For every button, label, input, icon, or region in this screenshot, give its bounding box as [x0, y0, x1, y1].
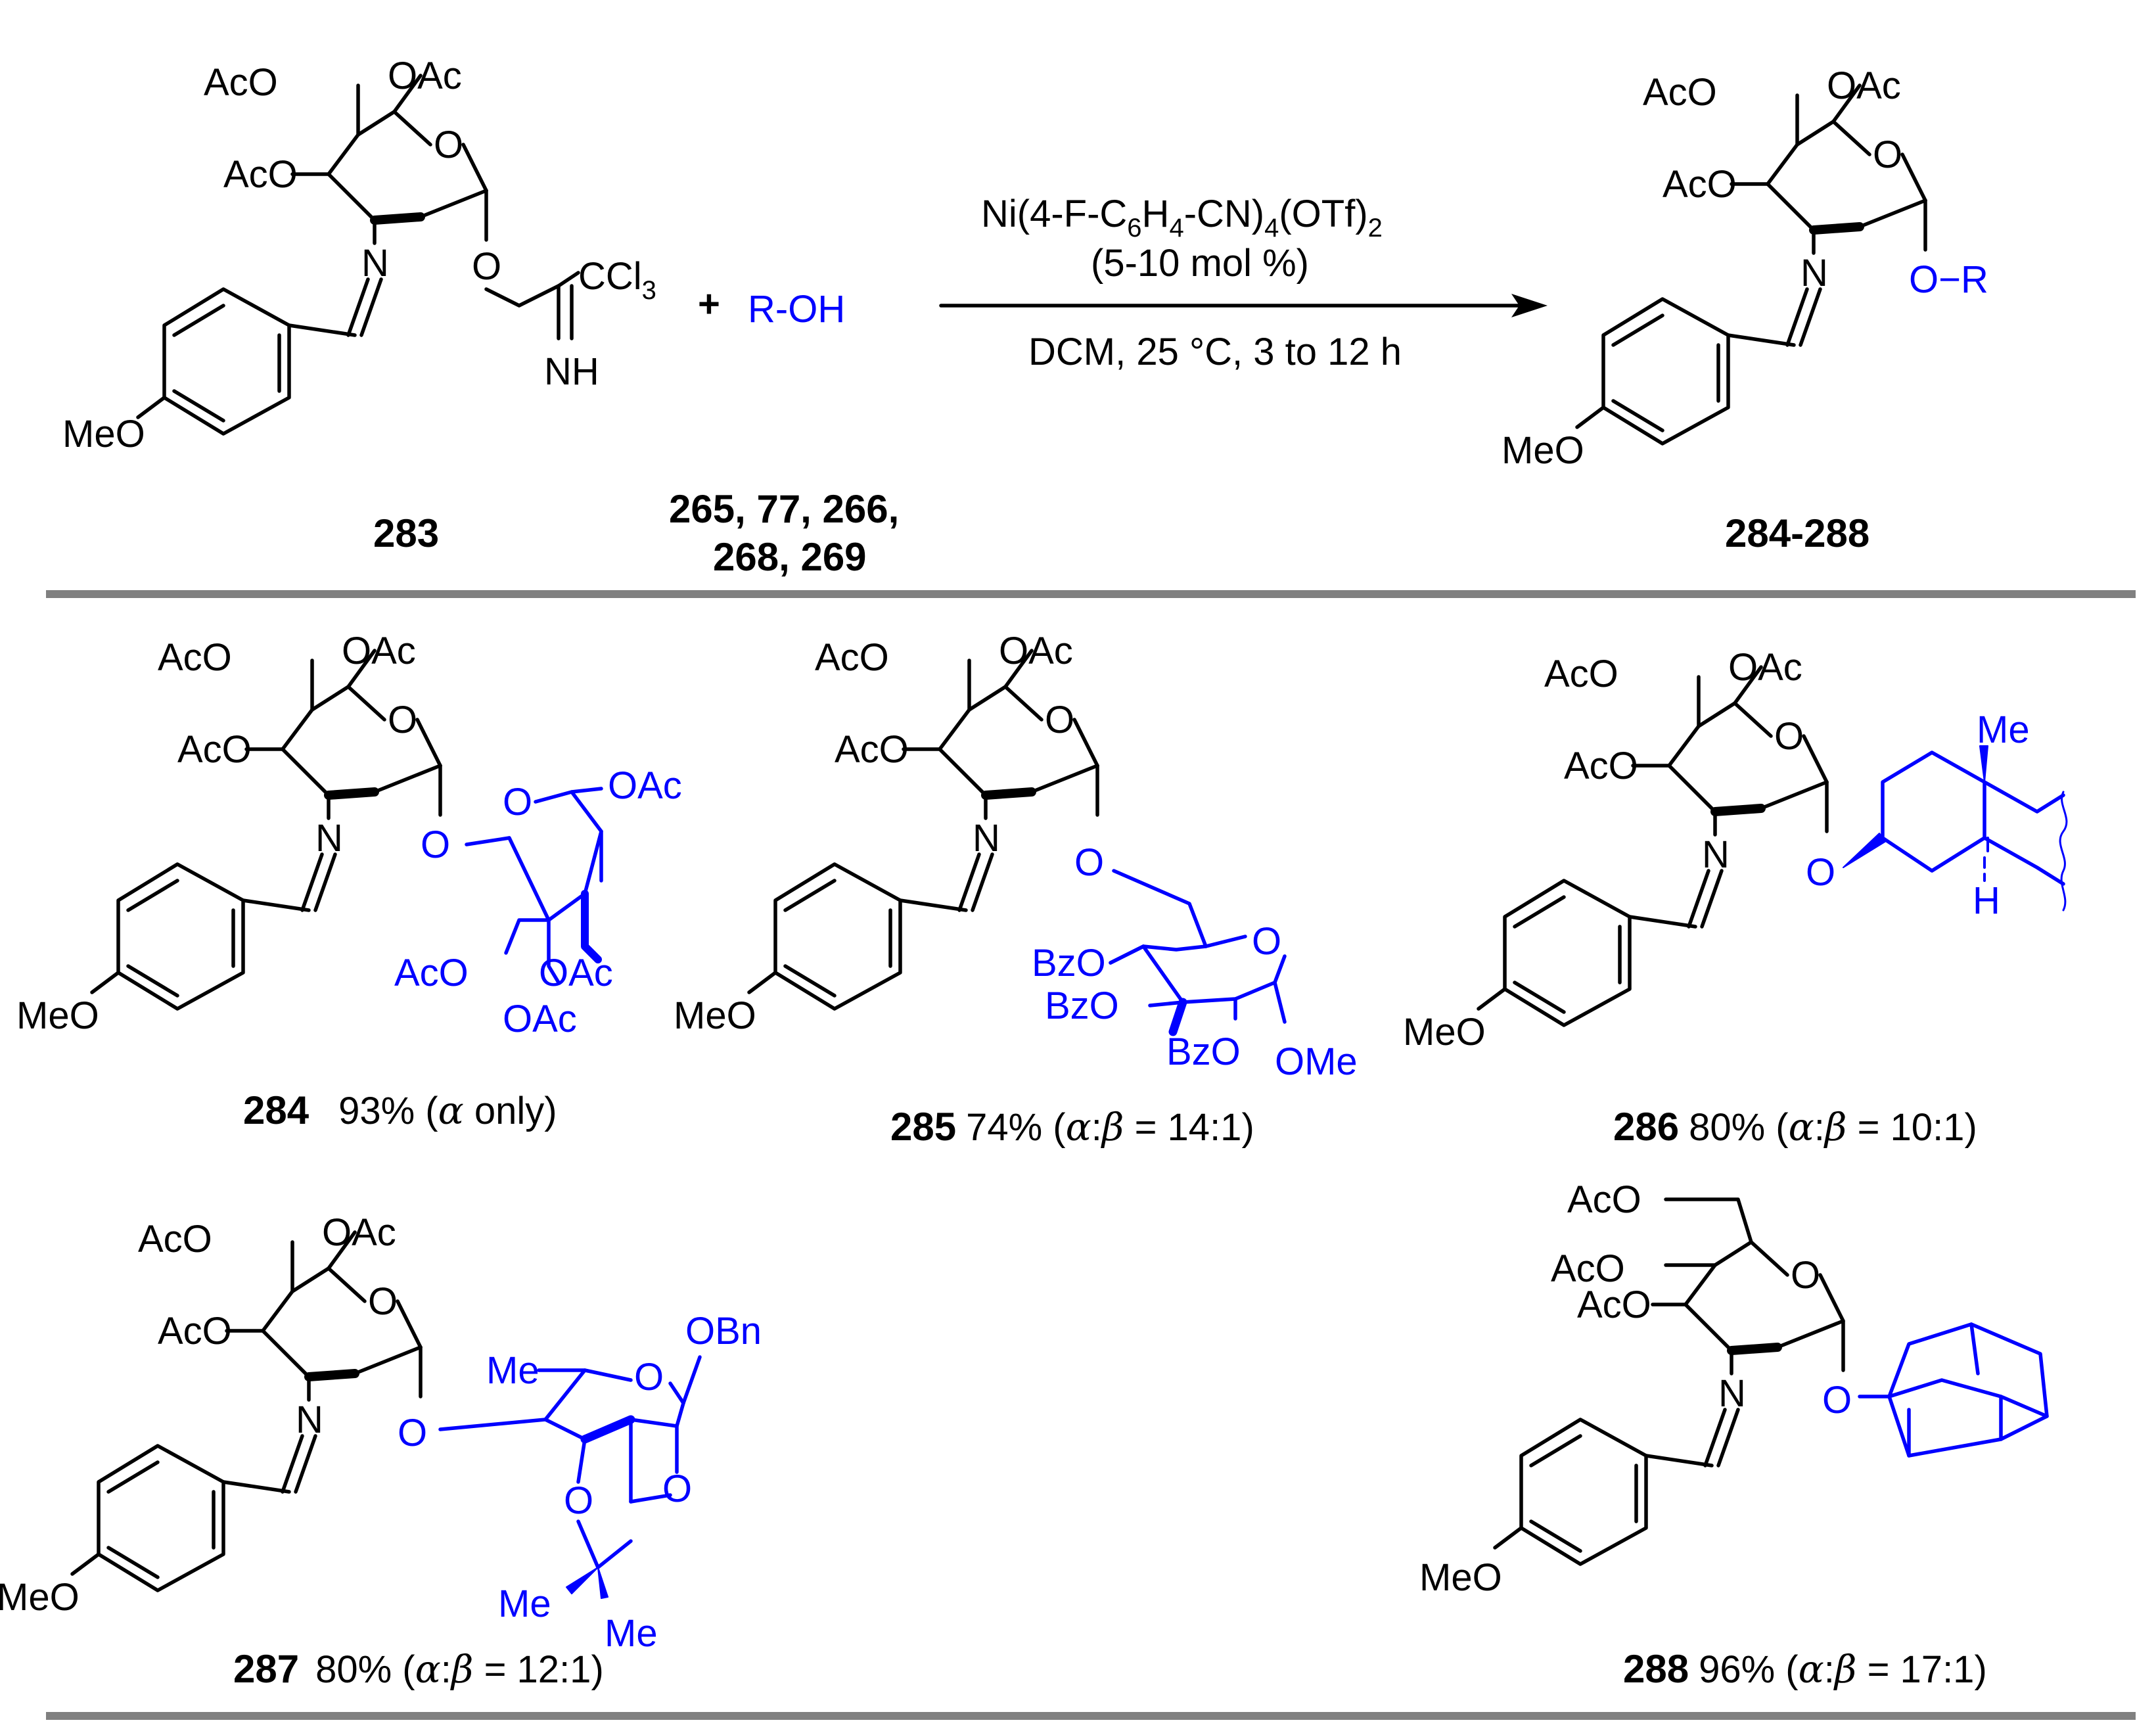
plus-sign: + — [698, 283, 720, 325]
glycosidic-oxygen-label: O — [1806, 851, 1835, 894]
oac-label: OAc — [322, 1211, 396, 1254]
methoxy-label: MeO — [1502, 429, 1584, 472]
methoxy-label: MeO — [1419, 1556, 1502, 1599]
ring-oxygen-label: O — [1252, 920, 1281, 963]
acO-label: AcO — [1567, 1178, 1641, 1221]
product-288-structure: AcO AcO AcO O N MeO O — [1419, 1178, 2049, 1599]
dioxolane-oxygen-label: O — [662, 1467, 692, 1510]
oac-label: OAc — [608, 764, 682, 807]
methyl-label: Me — [486, 1349, 539, 1392]
benzoyloxy-label: BzO — [1032, 942, 1106, 984]
reaction-conditions: DCM, 25 °C, 3 to 12 h — [1028, 331, 1402, 373]
acO-label: AcO — [223, 153, 298, 196]
catalyst-label: Ni(4-F-C6H4-CN)4(OTf)2 — [981, 193, 1383, 243]
acO-label: AcO — [1564, 745, 1638, 787]
glycosidic-oxygen-label: O — [398, 1412, 427, 1454]
acO-label: AcO — [1544, 653, 1618, 695]
product-287-structure: AcO OAc O AcO N MeO O OBn Me O O O Me Me — [0, 1211, 762, 1655]
imine-nitrogen-label: N — [296, 1398, 323, 1441]
dioxolane-oxygen-label: O — [564, 1479, 593, 1522]
ring-oxygen-label: O — [1774, 715, 1804, 758]
ring-oxygen-label: O — [1045, 699, 1074, 741]
product-284-structure: AcO OAc O AcO N MeO O O OAc AcO OAc OAc — [16, 630, 682, 1040]
glycosidic-oxygen-label: O — [1074, 841, 1104, 884]
donor-283: AcO OAc O AcO N O CCl3 NH MeO — [62, 55, 656, 455]
acO-label: AcO — [1577, 1283, 1651, 1326]
methoxy-label: MeO — [16, 994, 99, 1037]
oac-label: OAc — [1827, 64, 1901, 107]
glycosidic-oxygen-label: O — [421, 823, 450, 866]
acO-label: AcO — [815, 636, 889, 679]
ring-oxygen-label: O — [1791, 1254, 1820, 1297]
oac-label: OAc — [342, 630, 416, 672]
compound-number: 284-288 — [1725, 511, 1869, 555]
imine-nitrogen-label: N — [315, 817, 343, 860]
methyl-label: Me — [1977, 708, 2030, 751]
acceptor-label: R-OH — [748, 288, 845, 331]
acO-label: AcO — [1643, 71, 1717, 114]
ring-oxygen-label: O — [434, 124, 463, 166]
methoxy-label: MeO — [0, 1576, 80, 1619]
ring-oxygen-label: O — [634, 1356, 664, 1398]
oac-label: OAc — [503, 998, 577, 1040]
nh-label: NH — [544, 350, 599, 393]
acO-label: AcO — [177, 728, 252, 771]
acO-label: AcO — [158, 636, 232, 679]
methyl-label: Me — [605, 1612, 658, 1655]
ring-oxygen-label: O — [368, 1280, 398, 1323]
compound-number: 283 — [373, 511, 439, 555]
imine-nitrogen-label: N — [361, 242, 389, 285]
compound-number: 265, 77, 266, — [669, 487, 899, 531]
ring-oxygen-label: O — [1873, 133, 1902, 176]
methoxy-label: OMe — [1275, 1040, 1358, 1083]
compound-number: 268, 269 — [713, 535, 867, 579]
catalyst-loading: (5-10 mol %) — [1091, 242, 1309, 285]
imine-nitrogen-label: N — [1702, 833, 1730, 876]
oac-label: OAc — [1728, 646, 1802, 689]
methyl-label: Me — [498, 1583, 551, 1625]
divider — [46, 590, 2136, 598]
product-285-structure: AcO OAc O AcO N MeO O BzO BzO O BzO OMe — [674, 630, 1358, 1083]
ccl3-label: CCl3 — [578, 255, 656, 305]
product-286-structure: AcO OAc O AcO N MeO O Me H — [1403, 646, 2068, 1053]
o-r-label: O−R — [1909, 258, 1988, 301]
imine-nitrogen-label: N — [1800, 252, 1828, 294]
methoxy-label: MeO — [62, 413, 145, 455]
acO-label: AcO — [158, 1310, 232, 1352]
reaction-arrow — [939, 294, 1548, 317]
methoxy-label: MeO — [674, 994, 756, 1037]
oac-label: OAc — [388, 55, 462, 97]
benzoyloxy-label: BzO — [1166, 1030, 1241, 1073]
methoxy-label: MeO — [1403, 1011, 1486, 1053]
product-general-structure: AcO OAc O AcO N O−R MeO — [1502, 64, 1988, 472]
acO-label: AcO — [835, 728, 909, 771]
benzoyloxy-label: BzO — [1045, 984, 1119, 1027]
benzyloxy-label: OBn — [685, 1310, 762, 1352]
acO-label: AcO — [1663, 163, 1737, 206]
acO-label: AcO — [138, 1218, 212, 1260]
ring-oxygen-label: O — [388, 699, 417, 741]
glycosidic-oxygen-label: O — [1822, 1379, 1852, 1421]
acO-label: AcO — [204, 61, 278, 104]
imine-nitrogen-label: N — [1718, 1372, 1746, 1415]
imine-nitrogen-label: N — [973, 817, 1000, 860]
acO-label: AcO — [394, 952, 469, 994]
divider — [46, 1712, 2136, 1720]
acO-label: AcO — [1551, 1247, 1625, 1290]
oac-label: OAc — [539, 952, 613, 994]
anomeric-oxygen-label: O — [472, 245, 501, 288]
oac-label: OAc — [999, 630, 1073, 672]
hydrogen-label: H — [1973, 879, 2000, 922]
ring-oxygen-label: O — [503, 781, 532, 823]
